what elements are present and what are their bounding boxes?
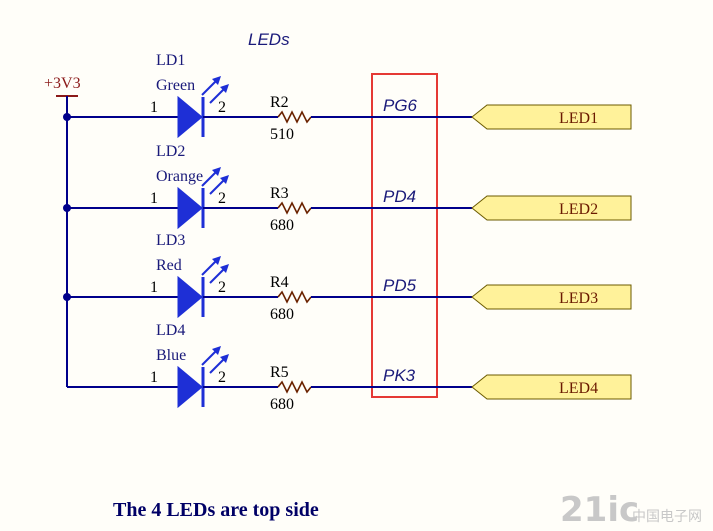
led-ref-3: LD3: [156, 232, 185, 249]
pin1-label: 1: [150, 279, 158, 296]
led-color-2: Orange: [156, 168, 203, 185]
pin2-label: 2: [218, 369, 226, 386]
port-label-4: LED4: [559, 380, 598, 397]
led-diode-triangle: [177, 186, 203, 230]
resistor-ref-1: R2: [270, 94, 289, 111]
pin2-label: 2: [218, 99, 226, 116]
resistor-zigzag: [277, 110, 312, 124]
sheet-title: LEDs: [248, 30, 290, 49]
led-color-3: Red: [156, 257, 182, 274]
resistor-zigzag: [277, 380, 312, 394]
led-diode-triangle: [177, 275, 203, 319]
net-label-4: PK3: [383, 366, 416, 385]
port-label-1: LED1: [559, 110, 598, 127]
caption: The 4 LEDs are top side: [113, 499, 319, 521]
led-color-1: Green: [156, 77, 195, 94]
highlight-box: [371, 73, 438, 398]
port-shape: [471, 104, 632, 130]
light-arrow-icon: [212, 346, 221, 355]
resistor-ref-2: R3: [270, 185, 289, 202]
resistor-zigzag: [277, 290, 312, 304]
resistor-value-4: 680: [270, 396, 294, 413]
port-shape: [471, 284, 632, 310]
pin1-label: 1: [150, 99, 158, 116]
led-ref-4: LD4: [156, 322, 185, 339]
led-diode-triangle: [177, 365, 203, 409]
resistor-ref-4: R5: [270, 364, 289, 381]
light-arrow-icon: [220, 264, 229, 273]
net-label-3: PD5: [383, 276, 417, 295]
pin1-label: 1: [150, 369, 158, 386]
pin2-label: 2: [218, 190, 226, 207]
port-shape: [471, 374, 632, 400]
light-arrow-icon: [212, 167, 221, 176]
led-diode-triangle: [177, 95, 203, 139]
light-arrow-icon: [220, 354, 229, 363]
port-label-2: LED2: [559, 201, 598, 218]
net-label-2: PD4: [383, 187, 416, 206]
watermark-text: 21ic: [560, 490, 639, 530]
led-ref-2: LD2: [156, 143, 185, 160]
led-ref-1: LD1: [156, 52, 185, 69]
port-label-3: LED3: [559, 290, 598, 307]
resistor-ref-3: R4: [270, 274, 289, 291]
led-color-4: Blue: [156, 347, 186, 364]
light-arrow-icon: [212, 76, 221, 85]
resistor-value-1: 510: [270, 126, 294, 143]
light-arrow-icon: [220, 84, 229, 93]
resistor-zigzag: [277, 201, 312, 215]
port-shape: [471, 195, 632, 221]
light-arrow-icon: [220, 175, 229, 184]
watermark-logo: 21ic 中国电子网: [560, 490, 702, 530]
resistor-value-2: 680: [270, 217, 294, 234]
watermark-subtext: 中国电子网: [632, 509, 702, 525]
pin2-label: 2: [218, 279, 226, 296]
resistor-value-3: 680: [270, 306, 294, 323]
net-label-1: PG6: [383, 96, 418, 115]
pin1-label: 1: [150, 190, 158, 207]
light-arrow-icon: [212, 256, 221, 265]
power-label: +3V3: [44, 75, 81, 92]
